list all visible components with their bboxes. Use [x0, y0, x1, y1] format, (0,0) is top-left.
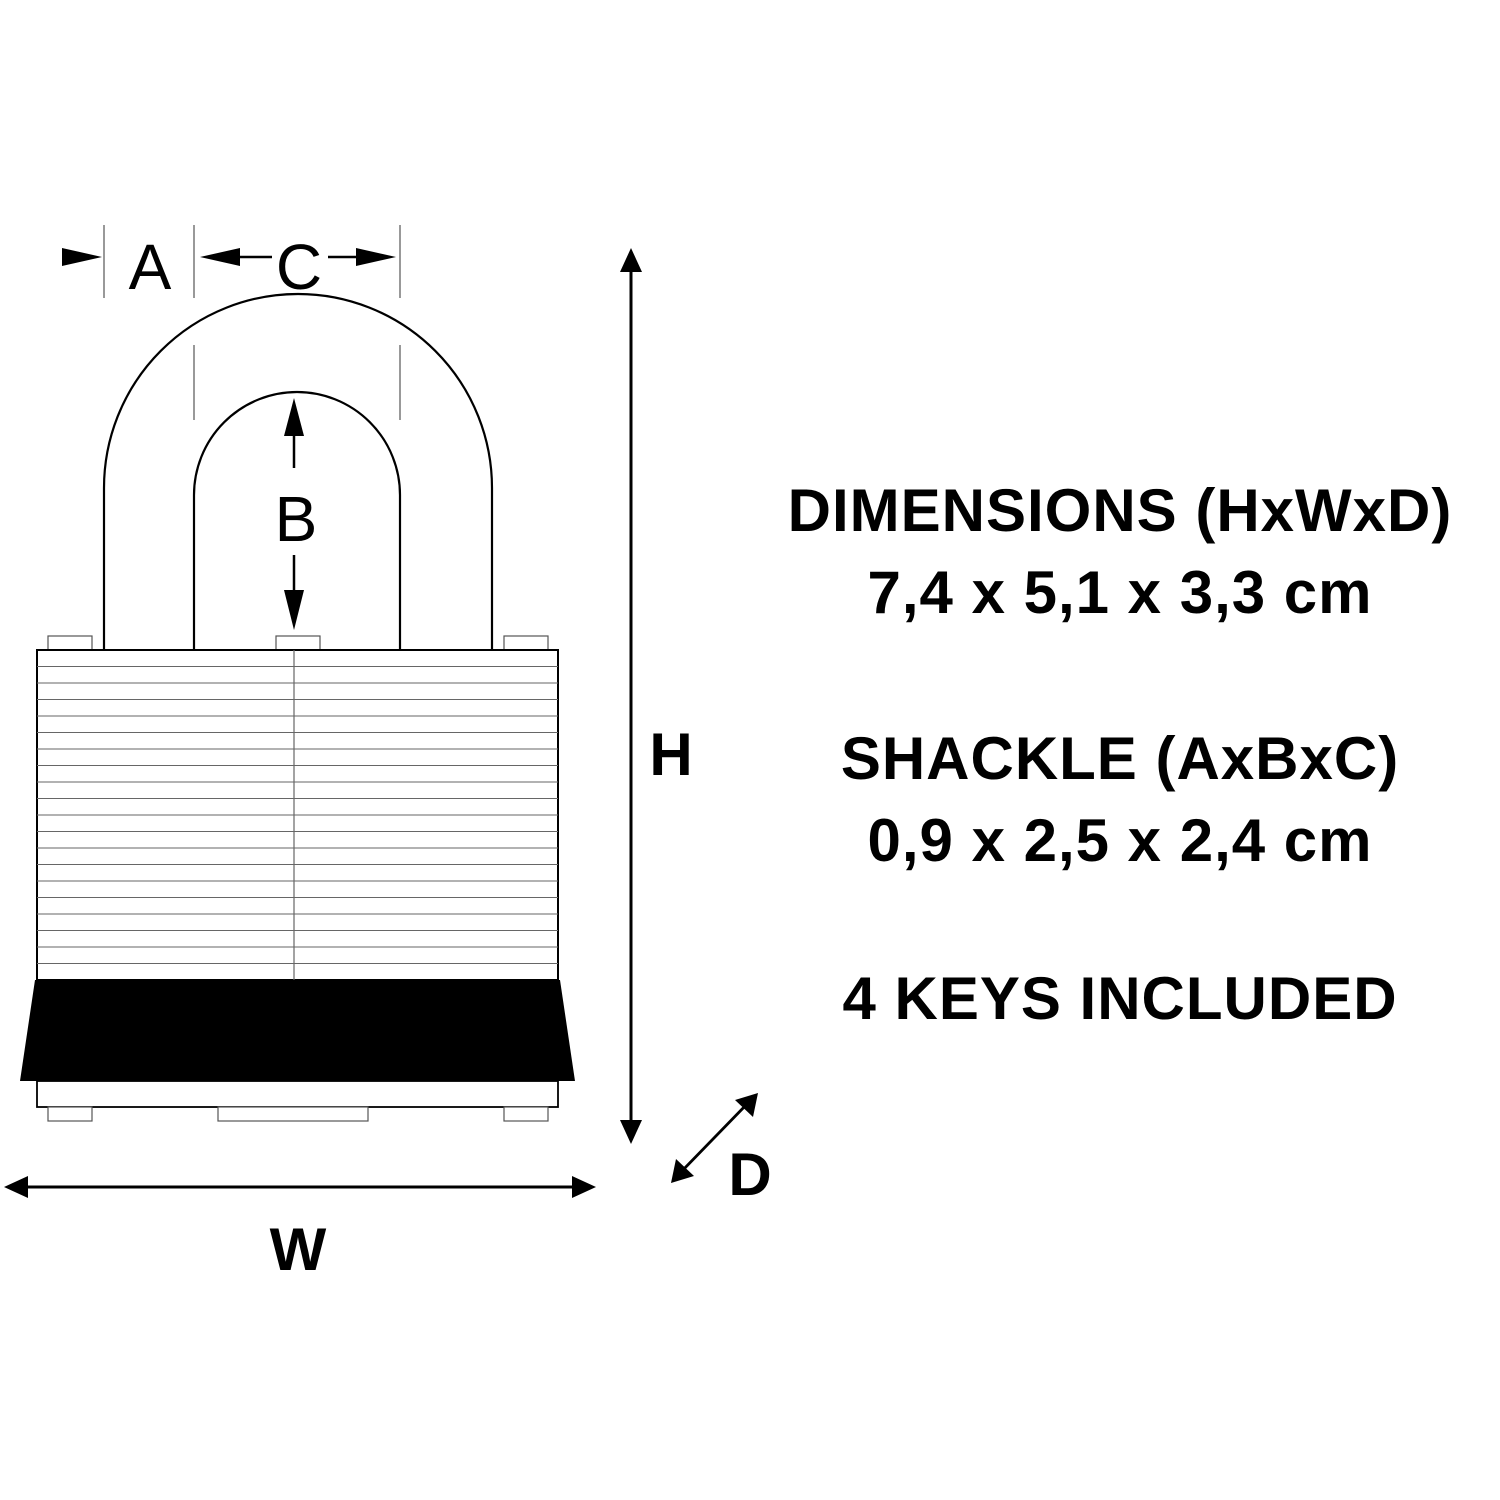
dimensions-value: 7,4 x 5,1 x 3,3 cm [867, 559, 1373, 626]
label-h: H [649, 721, 692, 788]
body-bumper [20, 980, 575, 1081]
dimensions-title: DIMENSIONS (HxWxD) [787, 477, 1453, 544]
label-b: B [275, 483, 318, 555]
shackle-inner-edge [192, 390, 402, 650]
body-feet [47, 1106, 549, 1122]
label-d: D [728, 1141, 771, 1208]
lamination-lines [37, 665, 558, 965]
dimension-d-arrow [671, 1093, 758, 1183]
lock-body [36, 649, 559, 981]
shackle-value: 0,9 x 2,5 x 2,4 cm [867, 807, 1373, 874]
label-a: A [129, 231, 172, 303]
dimension-c-arrows [200, 248, 396, 266]
dimension-a-arrow [62, 248, 102, 266]
body-top-tabs [47, 635, 549, 651]
shackle-outer-edge [102, 292, 494, 650]
dimension-extension-lines [103, 225, 401, 420]
keys-included: 4 KEYS INCLUDED [842, 965, 1398, 1032]
body-base [36, 1080, 559, 1108]
shackle-title: SHACKLE (AxBxC) [840, 725, 1400, 792]
dimension-w-arrow [4, 1176, 596, 1198]
dimension-h-arrow [620, 248, 642, 1144]
label-w: W [270, 1216, 327, 1283]
dimension-b-arrows [284, 398, 304, 630]
specifications-block: DIMENSIONS (HxWxD) 7,4 x 5,1 x 3,3 cm SH… [740, 470, 1500, 1040]
label-c: C [276, 231, 322, 303]
shackle [102, 292, 494, 650]
